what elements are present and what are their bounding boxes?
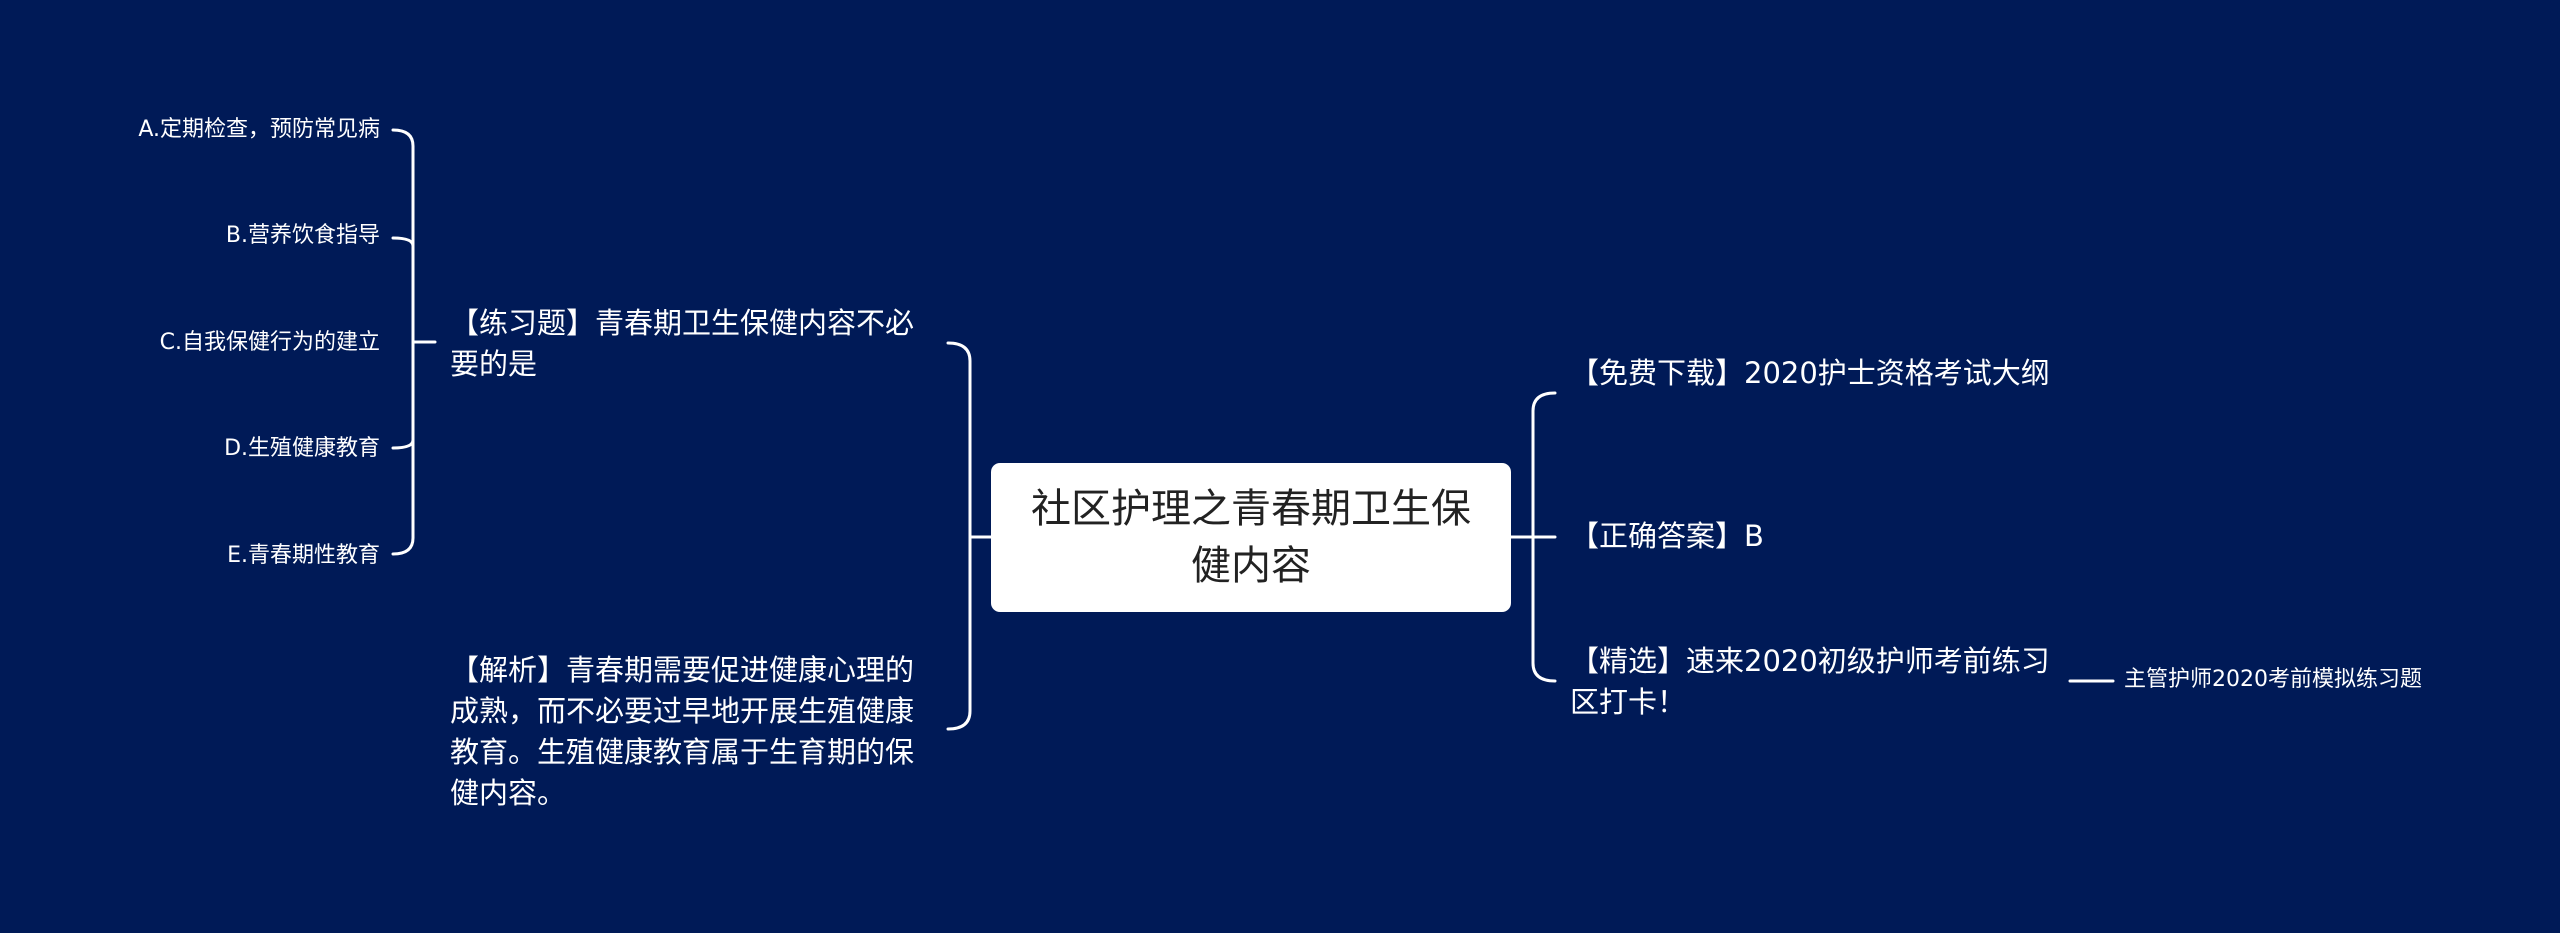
analysis-text: 【解析】青春期需要促进健康心理的成熟，而不必要过早地开展生殖健康教育。生殖健康教…	[450, 653, 915, 810]
root-node[interactable]: 社区护理之青春期卫生保健内容	[991, 463, 1511, 612]
option-d-text: D.生殖健康教育	[224, 436, 380, 461]
option-e[interactable]: E.青春期性教育	[227, 541, 380, 571]
option-a-text: A.定期检查，预防常见病	[138, 117, 380, 142]
tick-option-b	[391, 236, 415, 248]
question-node[interactable]: 【练习题】青春期卫生保健内容不必要的是	[450, 303, 920, 385]
option-e-text: E.青春期性教育	[227, 543, 380, 568]
featured-text: 【精选】速来2020初级护师考前练习区打卡！	[1570, 644, 2050, 719]
featured-child-node[interactable]: 主管护师2020考前模拟练习题	[2124, 665, 2422, 695]
tick-option-d	[391, 438, 415, 450]
option-b[interactable]: B.营养饮食指导	[226, 221, 380, 251]
option-d[interactable]: D.生殖健康教育	[224, 434, 380, 464]
bracket-left-main	[946, 341, 972, 731]
option-c[interactable]: C.自我保健行为的建立	[160, 328, 380, 358]
question-text: 【练习题】青春期卫生保健内容不必要的是	[450, 306, 915, 381]
download-text: 【免费下载】2020护士资格考试大纲	[1570, 356, 2050, 390]
analysis-node[interactable]: 【解析】青春期需要促进健康心理的成熟，而不必要过早地开展生殖健康教育。生殖健康教…	[450, 650, 920, 814]
option-b-text: B.营养饮食指导	[225, 223, 380, 248]
download-node[interactable]: 【免费下载】2020护士资格考试大纲	[1570, 353, 2060, 394]
featured-child-text: 主管护师2020考前模拟练习题	[2124, 667, 2422, 692]
bracket-options	[391, 128, 415, 556]
answer-node[interactable]: 【正确答案】B	[1570, 516, 2060, 557]
featured-node[interactable]: 【精选】速来2020初级护师考前练习区打卡！	[1570, 641, 2060, 723]
option-c-text: C.自我保健行为的建立	[159, 330, 380, 355]
root-title: 社区护理之青春期卫生保健内容	[1031, 485, 1471, 589]
answer-text: 【正确答案】B	[1570, 519, 1764, 553]
option-a[interactable]: A.定期检查，预防常见病	[138, 115, 380, 145]
